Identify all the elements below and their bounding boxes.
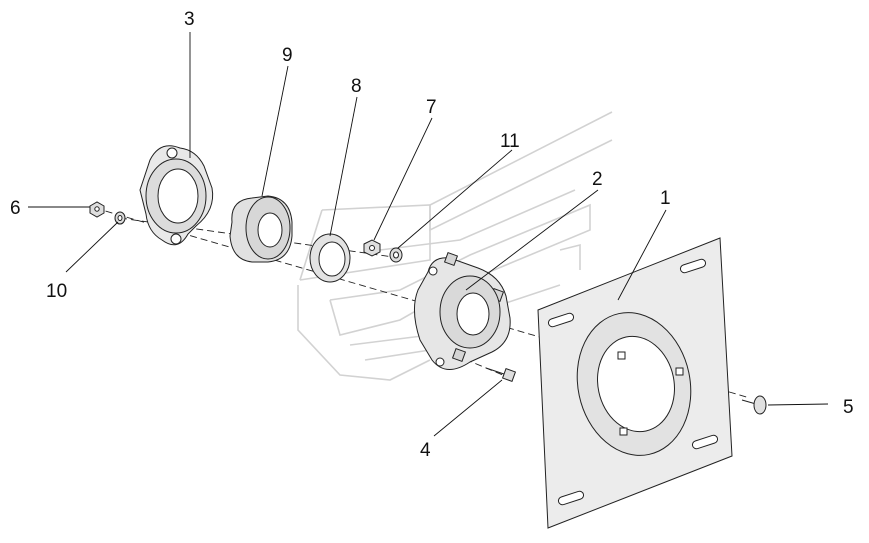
callout-6: 6 bbox=[10, 198, 21, 219]
callout-11: 11 bbox=[500, 131, 520, 152]
part-10-lock-washer bbox=[114, 211, 126, 225]
stud-axis bbox=[454, 354, 511, 379]
part-2-four-bolt-flange bbox=[414, 251, 511, 370]
callout-3: 3 bbox=[184, 9, 195, 30]
part-9-bearing-insert bbox=[229, 195, 293, 263]
leader-2 bbox=[465, 189, 599, 291]
part-5-pin bbox=[741, 395, 767, 415]
leader-1 bbox=[617, 209, 667, 301]
part-7-nut bbox=[363, 239, 381, 257]
part-4-bolt bbox=[485, 367, 517, 383]
leader-11 bbox=[397, 149, 513, 249]
part-6-nut bbox=[89, 201, 105, 218]
leader-lines bbox=[28, 32, 829, 437]
callout-7: 7 bbox=[426, 97, 437, 118]
callout-10: 10 bbox=[46, 281, 67, 302]
part-3-flange-housing bbox=[139, 145, 214, 246]
callout-8: 8 bbox=[351, 76, 362, 97]
leader-4 bbox=[433, 379, 503, 437]
callout-2: 2 bbox=[592, 169, 603, 190]
leader-10 bbox=[65, 221, 119, 273]
leader-9 bbox=[261, 65, 289, 197]
callout-4: 4 bbox=[420, 440, 431, 461]
callout-5: 5 bbox=[843, 397, 854, 418]
callout-1: 1 bbox=[660, 188, 671, 209]
part-1-mounting-plate bbox=[537, 237, 733, 529]
callout-labels: 1 2 3 4 5 6 7 8 9 10 11 bbox=[10, 9, 854, 461]
leader-5 bbox=[767, 403, 829, 406]
callout-9: 9 bbox=[282, 45, 293, 66]
part-11-lock-washer bbox=[389, 247, 403, 263]
part-8-seal-ring bbox=[309, 233, 351, 283]
leader-8 bbox=[329, 96, 358, 237]
leader-7 bbox=[373, 117, 433, 241]
